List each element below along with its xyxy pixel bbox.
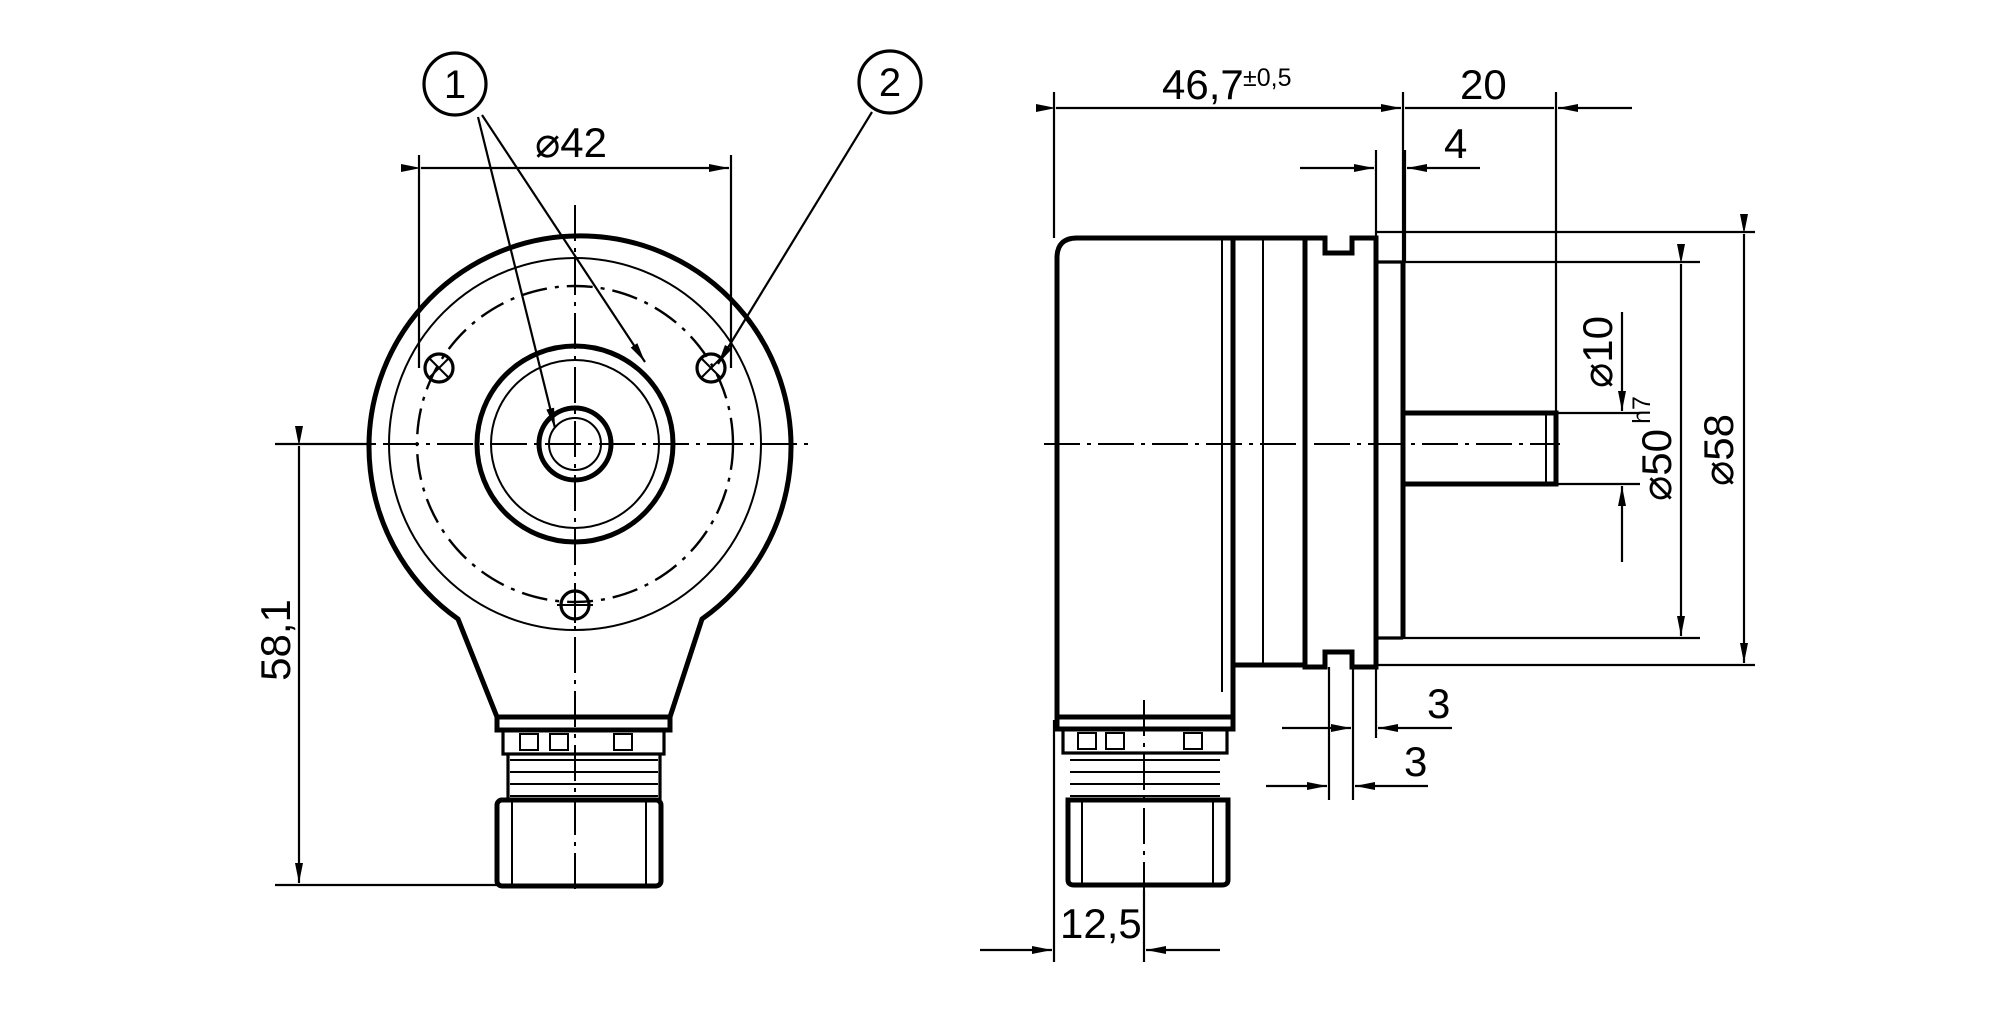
side-flange <box>1302 235 1379 670</box>
front-view: ⌀42 58,1 1 2 <box>252 49 923 890</box>
dim-label-flange-b: 3 <box>1404 738 1427 785</box>
dim-label-spigot-dia: ⌀50 <box>1633 429 1680 501</box>
side-view: 46,7 ±0,5 20 4 ⌀10 ⌀50 h7 ⌀58 <box>980 61 1755 962</box>
side-shaft <box>1403 410 1559 487</box>
mounting-hole-left <box>423 352 455 384</box>
mounting-hole-bottom <box>557 587 593 623</box>
dim-label-length: 46,7 <box>1162 61 1244 108</box>
mounting-hole-right <box>695 352 727 384</box>
side-housing-outline <box>1054 235 1236 717</box>
dim-label-shaft-length: 20 <box>1460 61 1507 108</box>
callout-2: 2 <box>717 49 923 365</box>
dim-label-body-dia: ⌀58 <box>1695 414 1742 486</box>
dim-label-flange-a: 3 <box>1427 680 1450 727</box>
dim-label-length-tolerance: ±0,5 <box>1243 64 1291 92</box>
dim-label-bolt-circle: ⌀42 <box>535 119 607 166</box>
callout-1: 1 <box>422 51 646 429</box>
front-housing-outline <box>366 233 794 718</box>
front-spigot-outer <box>474 343 676 545</box>
dim-label-connector: 12,5 <box>1060 900 1142 947</box>
front-shaft-inner <box>548 417 602 471</box>
callout-1-label: 1 <box>444 63 466 107</box>
callout-2-label: 2 <box>879 61 901 105</box>
dim-label-height: 58,1 <box>252 599 299 681</box>
dim-label-shaft-dia: ⌀10 <box>1574 316 1621 388</box>
dim-label-flange-step: 4 <box>1444 120 1467 167</box>
side-connector <box>1054 714 1236 888</box>
front-connector <box>494 714 673 889</box>
front-spigot-inner <box>490 359 660 529</box>
front-shaft-outer <box>536 405 614 483</box>
front-flange-ring <box>388 257 762 631</box>
dim-label-spigot-fit: h7 <box>1628 396 1656 424</box>
